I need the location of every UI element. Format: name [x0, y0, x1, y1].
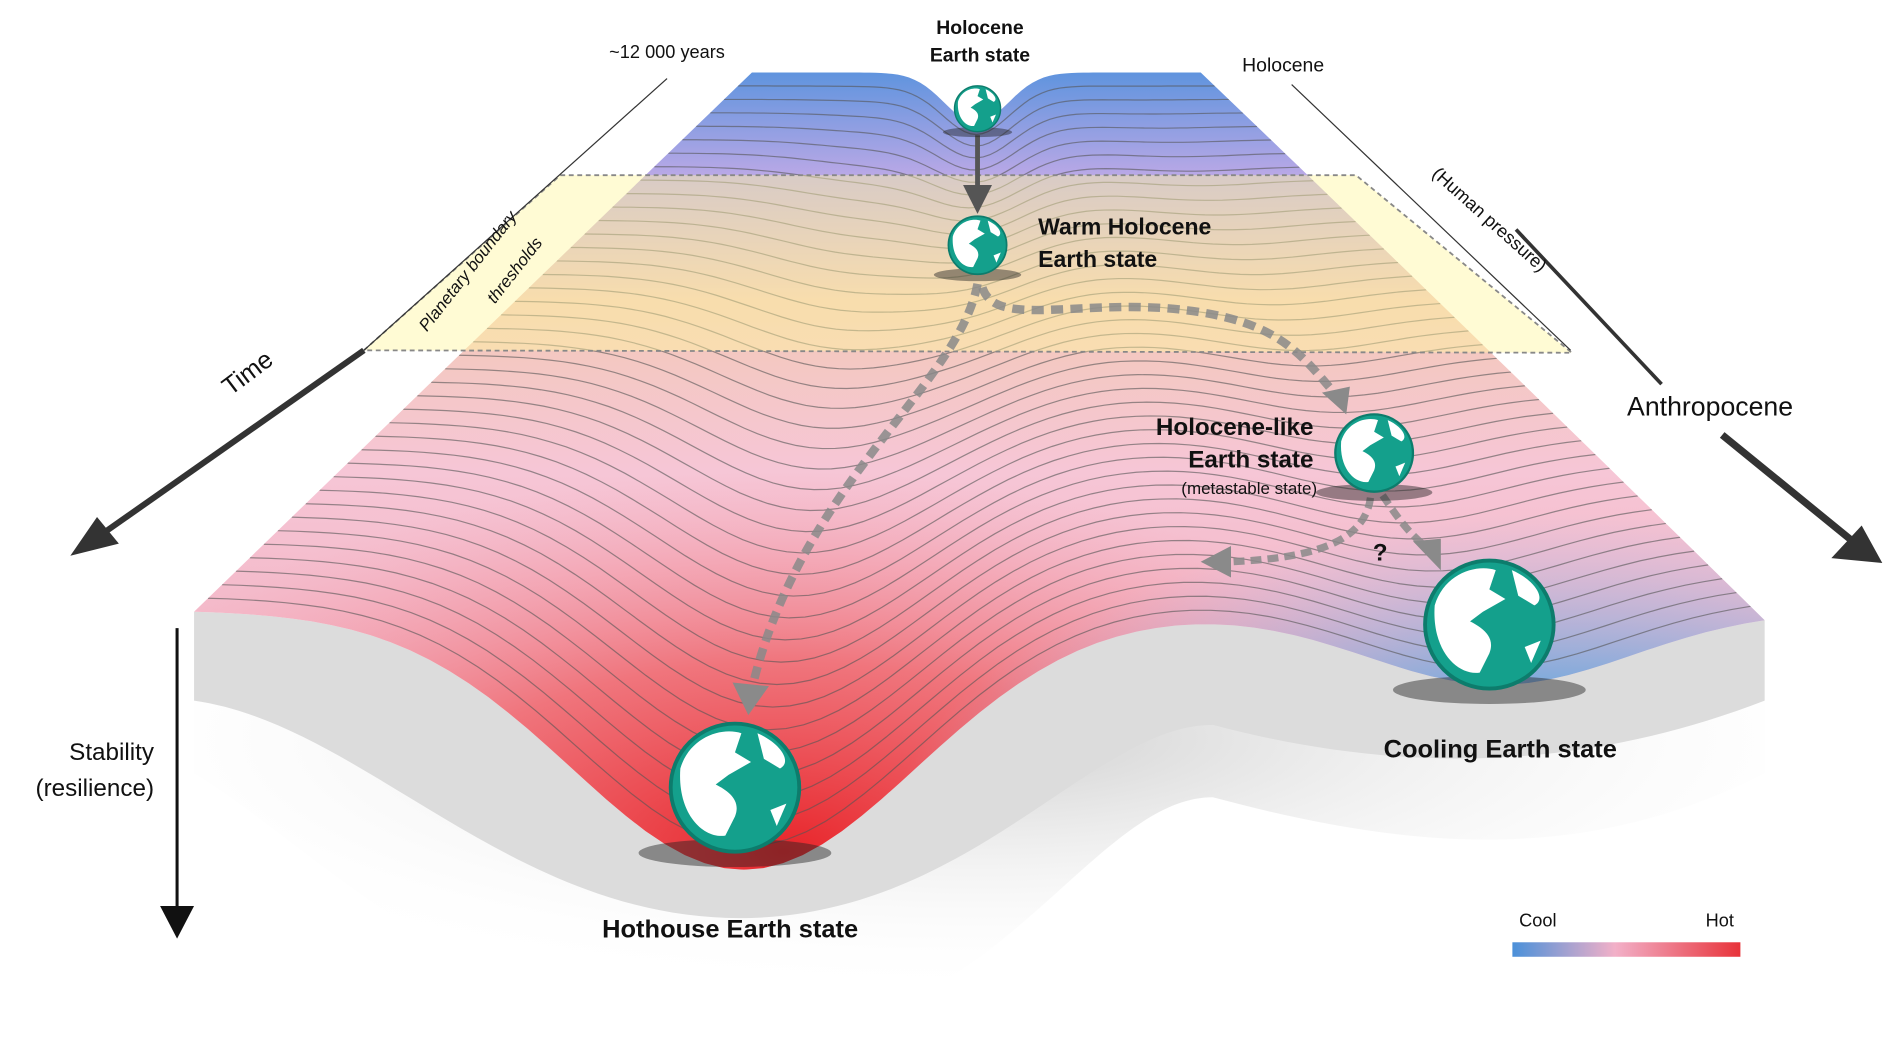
surface-underside: [194, 611, 1765, 919]
contour-line: [347, 462, 1610, 619]
stability-label-2: (resilience): [36, 775, 155, 802]
anthropocene-arrowhead: [1831, 525, 1883, 563]
contour-line: [291, 516, 1667, 708]
cooling-earth-icon: [1392, 558, 1586, 704]
time-arrowhead: [70, 517, 119, 556]
time-guide-line: [363, 78, 668, 351]
warm-holocene-label: Warm Holocene: [1038, 213, 1211, 239]
holocene-guide-line: [1291, 84, 1572, 351]
legend-color-bar: [1512, 942, 1741, 957]
contour-line: [556, 260, 1399, 313]
uncertain-right-arrowhead: [1412, 538, 1441, 571]
years-label: ~12 000 years: [609, 42, 725, 62]
contour-line: [431, 381, 1526, 491]
hothouse-label: Hothouse Earth state: [602, 915, 858, 943]
holocene-label: Holocene: [1242, 54, 1324, 76]
holocene-earth-icon: [942, 85, 1013, 138]
holocene-state-label: Holocene: [936, 17, 1024, 39]
time-label: Time: [217, 345, 278, 401]
temperature-legend: Cool Hot: [1512, 911, 1741, 957]
path-uncertain-left: [1230, 497, 1375, 566]
stability-label: Stability: [69, 739, 155, 766]
path-to-hothouse: [747, 283, 982, 690]
contour-line: [500, 314, 1455, 390]
holocene-like-label-2: Earth state: [1188, 447, 1313, 474]
holocene-like-label: Holocene-like: [1156, 414, 1314, 441]
question-mark: ?: [1373, 540, 1388, 567]
anthropocene-arrow: [1719, 432, 1858, 547]
cooling-label: Cooling Earth state: [1384, 735, 1617, 763]
contour-line: [528, 287, 1427, 351]
path-to-holocene-like: [978, 285, 1338, 396]
uncertain-left-arrowhead: [1200, 546, 1232, 578]
contour-line: [486, 327, 1469, 409]
warm-holocene-earth-icon: [933, 215, 1022, 282]
anthropocene-label: Anthropocene: [1627, 392, 1793, 422]
contour-line: [333, 476, 1624, 641]
hothouse-arrowhead: [732, 682, 769, 716]
legend-cool-label: Cool: [1519, 911, 1556, 931]
legend-hot-label: Hot: [1706, 911, 1734, 931]
contour-line: [738, 85, 1215, 136]
anthropocene-line: [1514, 228, 1663, 386]
time-arrow: [95, 347, 366, 541]
holocene-state-label-2: Earth state: [930, 45, 1030, 67]
holocene-like-arrowhead: [1321, 386, 1350, 415]
contour-line: [514, 300, 1441, 370]
contour-line: [542, 273, 1413, 332]
warm-holocene-label-2: Earth state: [1038, 246, 1157, 272]
holocene-like-earth-icon: [1315, 413, 1433, 501]
contour-line: [361, 449, 1596, 597]
hothouse-earth-icon: [638, 721, 832, 868]
stability-arrowhead: [160, 906, 195, 939]
metastable-label: (metastable state): [1181, 479, 1317, 498]
